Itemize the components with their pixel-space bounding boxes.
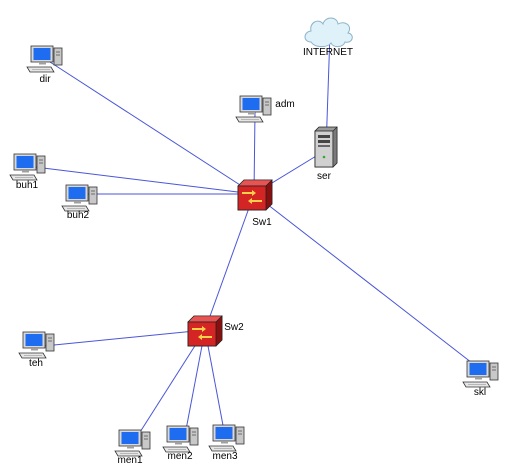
node-label-sw1: Sw1 — [252, 217, 272, 228]
pc-icon — [18, 331, 55, 359]
node-internet[interactable]: INTERNET — [303, 17, 353, 58]
node-label-sw2: Sw2 — [224, 322, 244, 333]
node-label-skl: skl — [474, 387, 486, 398]
link-dir-sw1 — [49, 61, 255, 195]
node-label-men3: men3 — [212, 451, 237, 462]
node-label-adm: adm — [275, 99, 294, 110]
node-ser[interactable]: ser — [314, 126, 338, 182]
pc-icon — [114, 429, 151, 457]
link-men3-sw2 — [204, 329, 226, 437]
node-label-teh: teh — [29, 358, 43, 369]
switch-icon — [237, 179, 273, 211]
node-sw2[interactable]: Sw2 — [187, 315, 244, 347]
link-sw1-sw2 — [204, 193, 255, 331]
node-label-men1: men1 — [117, 455, 142, 466]
node-men2[interactable]: men2 — [162, 425, 199, 462]
link-men2-sw2 — [184, 329, 206, 436]
node-adm[interactable]: adm — [235, 95, 295, 123]
node-label-dir: dir — [39, 74, 51, 85]
pc-icon — [462, 360, 499, 388]
pc-icon — [235, 95, 272, 123]
pc-icon — [162, 425, 199, 453]
pc-icon — [9, 153, 46, 181]
pc-icon — [208, 424, 245, 452]
node-label-ser: ser — [317, 171, 332, 182]
node-buh2[interactable]: buh2 — [61, 184, 98, 221]
node-men3[interactable]: men3 — [208, 424, 245, 462]
link-teh-sw2 — [43, 329, 206, 347]
pc-icon — [61, 184, 98, 212]
node-label-internet: INTERNET — [303, 47, 353, 58]
links-layer — [34, 32, 486, 441]
link-sw1-skl — [253, 193, 486, 374]
node-sw1[interactable]: Sw1 — [237, 179, 273, 228]
node-label-buh1: buh1 — [16, 180, 39, 191]
node-label-men2: men2 — [167, 451, 192, 462]
node-men1[interactable]: men1 — [114, 429, 151, 466]
node-dir[interactable]: dir — [26, 45, 63, 85]
switch-icon — [187, 315, 223, 347]
pc-icon — [26, 45, 63, 73]
server-icon — [314, 126, 338, 168]
node-teh[interactable]: teh — [18, 331, 55, 369]
node-label-buh2: buh2 — [67, 210, 90, 221]
node-buh1[interactable]: buh1 — [9, 153, 46, 191]
cloud-icon — [304, 17, 353, 48]
node-skl[interactable]: skl — [462, 360, 499, 398]
link-buh1-sw1 — [34, 166, 255, 195]
link-men1-sw2 — [134, 329, 206, 441]
